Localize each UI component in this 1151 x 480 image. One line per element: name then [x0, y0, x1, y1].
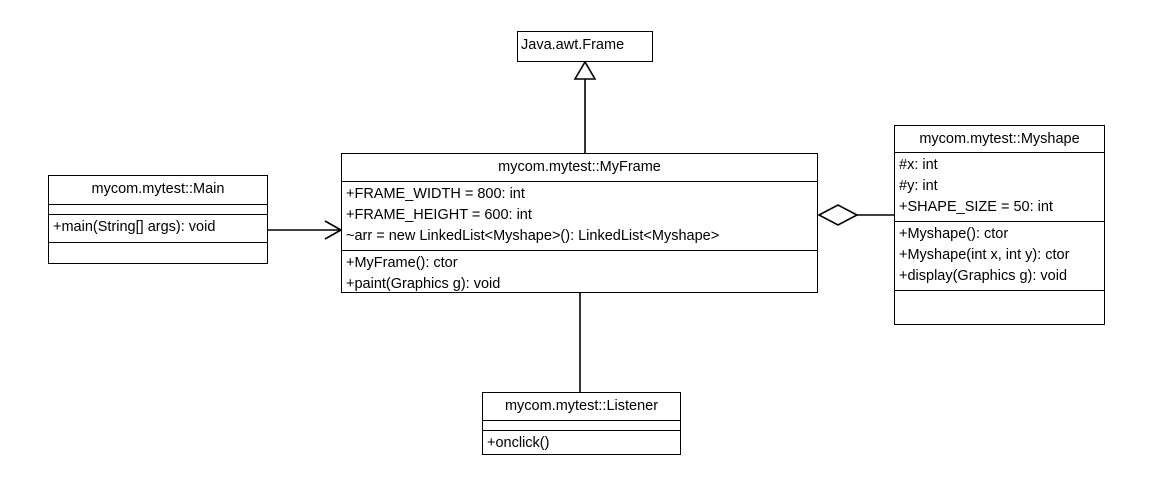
member-myframe-attr-2: ~arr = new LinkedList<Myshape>(): Linked…	[346, 228, 720, 244]
class-box-listener[interactable]: mycom.mytest::Listener +onclick()	[482, 392, 681, 455]
class-attributes-listener	[483, 420, 680, 430]
member-myframe-op-1: +paint(Graphics g): void	[346, 276, 501, 292]
class-box-java-awt-frame[interactable]: Java.awt.Frame	[517, 31, 653, 62]
member-myshape-op-0: +Myshape(): ctor	[899, 226, 1009, 242]
class-title-myshape: mycom.mytest::Myshape	[919, 131, 1080, 147]
member-myshape-attr-2: +SHAPE_SIZE = 50: int	[899, 199, 1053, 215]
member-myframe-op-0: +MyFrame(): ctor	[346, 255, 458, 271]
class-extra-compartment-main	[49, 242, 267, 268]
member-listener-op-0: +onclick()	[487, 435, 550, 451]
association-main-to-myframe	[268, 220, 343, 240]
class-operations-myshape: +Myshape(): ctor +Myshape(int x, int y):…	[895, 221, 1104, 290]
generalization-myframe-to-frame	[573, 60, 597, 153]
member-myframe-attr-0: +FRAME_WIDTH = 800: int	[346, 186, 525, 202]
class-operations-main: +main(String[] args): void	[49, 214, 267, 242]
class-box-main[interactable]: mycom.mytest::Main +main(String[] args):…	[48, 175, 268, 264]
class-title-listener: mycom.mytest::Listener	[504, 398, 659, 414]
member-main-0: +main(String[] args): void	[53, 219, 216, 235]
class-attributes-myshape: #x: int #y: int +SHAPE_SIZE = 50: int	[895, 152, 1104, 221]
member-myshape-op-1: +Myshape(int x, int y): ctor	[899, 247, 1070, 263]
class-attributes-main	[49, 204, 267, 214]
member-myshape-attr-1: #y: int	[899, 178, 938, 194]
class-operations-listener: +onclick()	[483, 430, 680, 460]
aggregation-myframe-to-myshape	[817, 204, 894, 226]
class-title-myframe: mycom.mytest::MyFrame	[498, 159, 661, 175]
class-title-main: mycom.mytest::Main	[91, 181, 225, 197]
member-myshape-attr-0: #x: int	[899, 157, 938, 173]
member-myframe-attr-1: +FRAME_HEIGHT = 600: int	[346, 207, 532, 223]
class-operations-myframe: +MyFrame(): ctor +paint(Graphics g): voi…	[342, 250, 817, 293]
class-box-myshape[interactable]: mycom.mytest::Myshape #x: int #y: int +S…	[894, 125, 1105, 325]
class-box-myframe[interactable]: mycom.mytest::MyFrame +FRAME_WIDTH = 800…	[341, 153, 818, 293]
class-title-java-awt-frame: Java.awt.Frame	[521, 37, 625, 53]
class-attributes-myframe: +FRAME_WIDTH = 800: int +FRAME_HEIGHT = …	[342, 181, 817, 250]
class-extra-compartment-myshape	[895, 290, 1104, 323]
member-myshape-op-2: +display(Graphics g): void	[899, 268, 1068, 284]
